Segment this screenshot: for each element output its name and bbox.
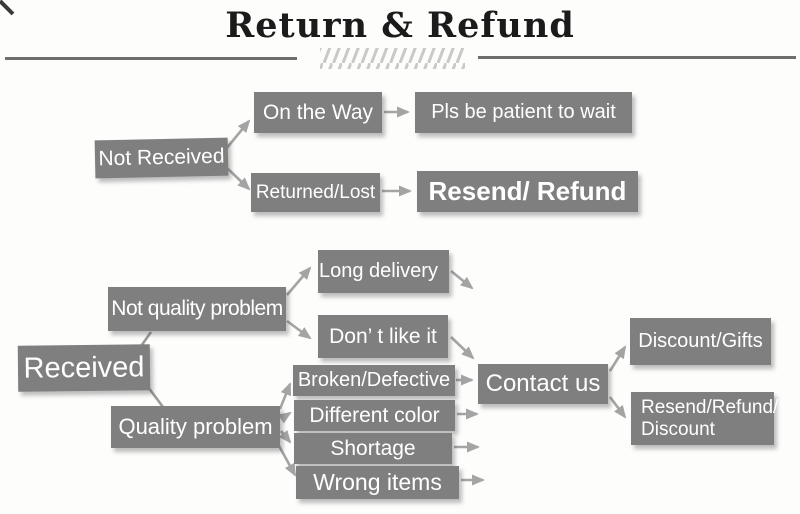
- node-dont-like-it: Don’ t like it: [318, 315, 448, 358]
- node-broken-defective: Broken/Defective: [293, 365, 455, 396]
- node-pls-be-patient: Pls be patient to wait: [415, 92, 632, 133]
- arrow-contact-us-to-resend-refund-discount: [608, 396, 627, 419]
- node-contact-us: Contact us: [478, 364, 608, 404]
- arrow-quality-to-different-color: [277, 411, 292, 424]
- arrow-quality-to-wrong-items: [276, 443, 297, 477]
- arrow-not-quality-to-long-delivery: [286, 266, 312, 296]
- node-different-color: Different color: [294, 400, 455, 431]
- node-quality-problem: Quality problem: [111, 406, 280, 448]
- node-wrong-items: Wrong items: [296, 466, 459, 499]
- node-resend-refund: Resend/ Refund: [417, 171, 638, 212]
- arrow-not-received-to-returned-lost: [225, 166, 251, 191]
- node-received: Received: [17, 344, 151, 392]
- arrow-dont-like-to-contact-us: [450, 336, 475, 360]
- node-long-delivery: Long delivery: [318, 250, 449, 293]
- node-resend-refund-discount-line2: Discount: [641, 418, 715, 440]
- corner-mark: [0, 0, 15, 16]
- arrow-quality-to-broken: [278, 382, 292, 410]
- node-resend-refund-discount: Resend/Refund/ Discount: [631, 392, 778, 445]
- node-discount-gifts: Discount/Gifts: [630, 318, 771, 365]
- node-on-the-way: On the Way: [254, 92, 382, 133]
- page-title: Return & Refund: [225, 5, 575, 46]
- node-shortage: Shortage: [294, 433, 452, 464]
- node-resend-refund-discount-line1: Resend/Refund/: [641, 396, 779, 418]
- line-received-to-quality: [146, 386, 165, 408]
- arrow-contact-us-to-discount-gifts: [608, 345, 627, 372]
- arrow-long-delivery-out: [450, 269, 474, 290]
- arrow-not-received-to-on-the-way: [224, 119, 251, 150]
- arrow-quality-to-shortage: [278, 430, 292, 444]
- node-not-received: Not Received: [94, 137, 229, 179]
- node-not-quality-problem: Not quality problem: [108, 287, 286, 331]
- arrow-not-quality-to-dont-like: [286, 319, 312, 340]
- divider-hatch-decoration: [320, 48, 465, 69]
- node-returned-lost: Returned/Lost: [251, 173, 380, 212]
